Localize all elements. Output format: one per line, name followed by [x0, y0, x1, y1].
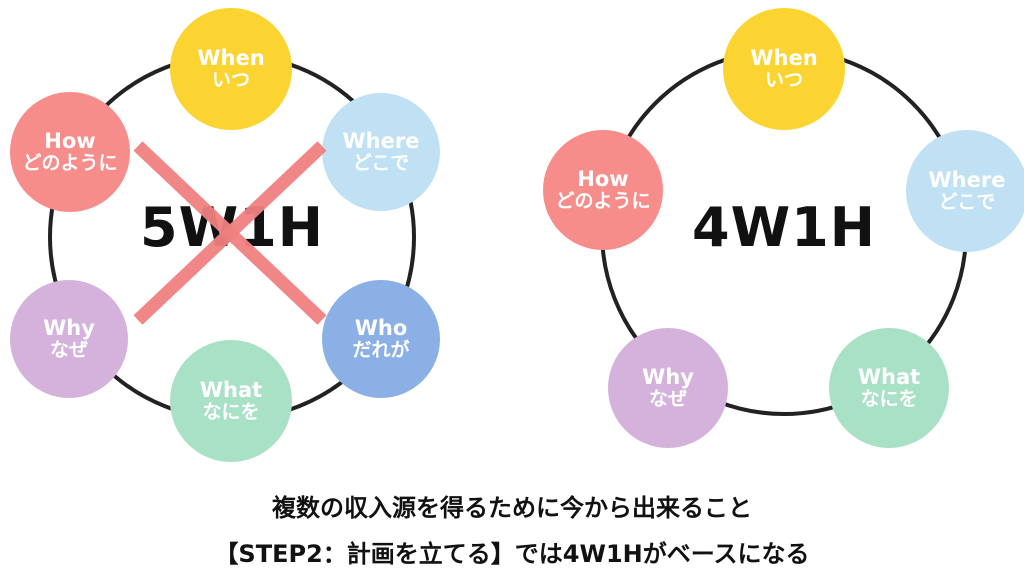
caption-line-2: 【STEP2：計画を立てる】では4W1Hがベースになる — [214, 540, 810, 568]
caption-line-1: 複数の収入源を得るために今から出来ること — [272, 494, 752, 522]
node-ja-label: だれが — [352, 339, 410, 362]
node-ja-label: どのように — [555, 190, 651, 213]
node-en-label: What — [857, 365, 921, 389]
diagram-5w1h: When いつ Where どこで Who だれが What なにを Why な… — [0, 0, 512, 470]
node-why: Why なぜ — [10, 280, 128, 398]
node-en-label: Who — [354, 316, 408, 340]
node-who: Who だれが — [322, 280, 440, 398]
node-en-label: When — [197, 46, 265, 70]
cross-mark-icon — [133, 141, 327, 325]
node-how: How どのように — [10, 92, 130, 212]
node-en-label: Why — [43, 316, 95, 340]
node-ja-label: いつ — [764, 69, 803, 92]
node-en-label: When — [750, 46, 818, 70]
node-ja-label: なぜ — [49, 339, 88, 362]
node-what: What なにを — [170, 340, 292, 462]
node-ja-label: どこで — [352, 152, 410, 175]
node-where: Where どこで — [906, 130, 1024, 252]
node-en-label: Why — [642, 365, 694, 389]
node-ja-label: いつ — [211, 69, 250, 92]
node-ja-label: どのように — [22, 152, 118, 175]
node-en-label: How — [44, 129, 96, 153]
node-when: When いつ — [170, 8, 292, 130]
node-what: What なにを — [829, 328, 949, 448]
node-en-label: Where — [928, 168, 1006, 192]
diagram-4w1h: When いつ Where どこで What なにを Why なぜ How どの… — [512, 0, 1024, 470]
node-en-label: What — [199, 378, 263, 402]
title-4w1h: 4W1H — [692, 196, 876, 259]
node-ja-label: なぜ — [648, 388, 687, 411]
node-en-label: How — [577, 167, 629, 191]
node-where: Where どこで — [322, 93, 440, 211]
node-ja-label: なにを — [202, 401, 260, 424]
node-how: How どのように — [543, 130, 663, 250]
node-en-label: Where — [342, 129, 420, 153]
node-ja-label: どこで — [938, 191, 996, 214]
node-ja-label: なにを — [860, 388, 918, 411]
node-when: When いつ — [723, 8, 845, 130]
node-why: Why なぜ — [608, 328, 728, 448]
